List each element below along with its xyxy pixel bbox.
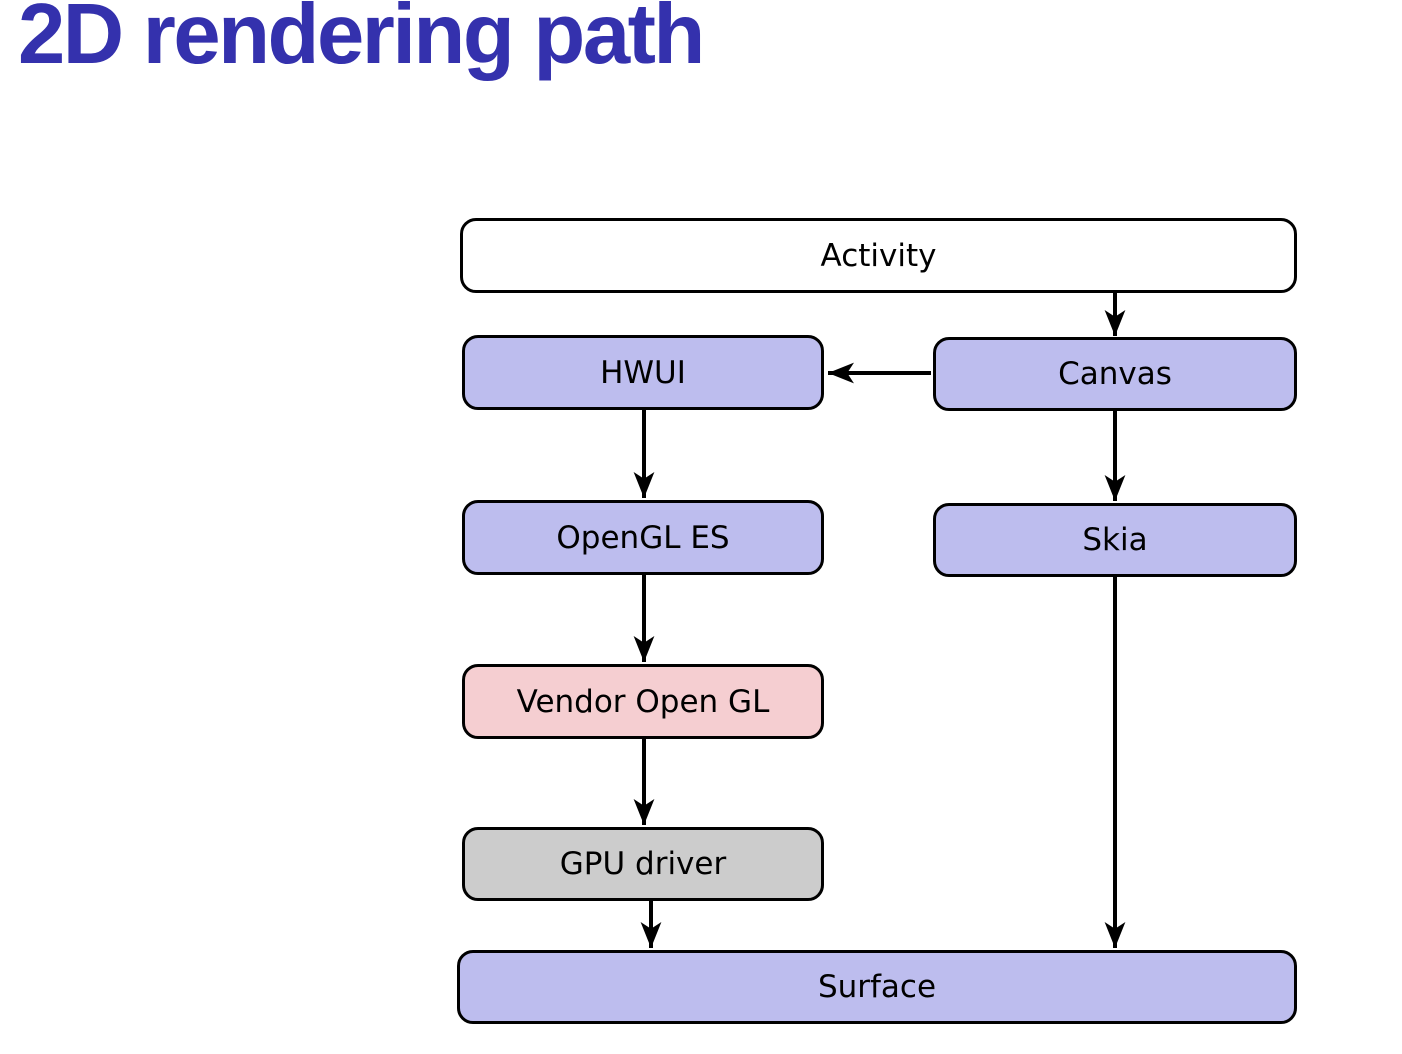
node-gpu-driver: GPU driver xyxy=(462,827,824,901)
page-title: 2D rendering path xyxy=(18,0,705,82)
node-skia: Skia xyxy=(933,503,1297,577)
node-canvas: Canvas xyxy=(933,337,1297,411)
node-vendor-open-gl: Vendor Open GL xyxy=(462,664,824,739)
node-activity: Activity xyxy=(460,218,1297,293)
node-opengl-es: OpenGL ES xyxy=(462,500,824,575)
node-surface: Surface xyxy=(457,950,1297,1024)
node-hwui: HWUI xyxy=(462,335,824,410)
